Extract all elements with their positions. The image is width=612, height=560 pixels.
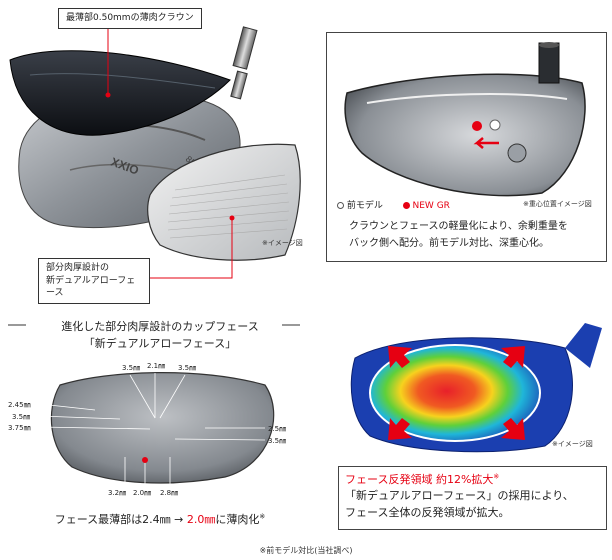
meas-top-left: 3.5㎜ xyxy=(122,364,141,372)
cup-face-section: 進化した部分肉厚設計のカップフェース 「新デュアルアローフェース」 3.5㎜ 2… xyxy=(0,315,320,545)
meas-top-right: 3.5㎜ xyxy=(178,364,197,372)
meas-right-2: 3.5㎜ xyxy=(268,437,287,445)
face-callout-line1: 部分肉厚設計の xyxy=(46,263,110,273)
cg-prev-dot xyxy=(489,119,501,131)
hosel-sleeve xyxy=(232,26,258,70)
cg-panel: 前モデル NEW GR ※重心位置イメージ図 クラウンとフェースの軽量化により、… xyxy=(326,32,607,262)
cg-image-note: ※重心位置イメージ図 xyxy=(523,200,592,208)
expand-arrow-tr xyxy=(501,346,525,368)
cup-face-shape xyxy=(50,372,275,484)
cg-description: クラウンとフェースの軽量化により、余剰重量を バック側へ配分。前モデル対比、深重… xyxy=(349,219,568,252)
rebound-desc-line1: 「新デュアルアローフェース」の採用により、 xyxy=(345,489,574,502)
exploded-head-illustration: XXIO 8P 最薄部0.50mmの薄肉クラウン 部分肉厚設計の 新デュアルアロ… xyxy=(0,0,320,304)
caption-mark: ※ xyxy=(259,512,266,521)
caption-red-value: 2.0㎜ xyxy=(186,513,216,526)
face-callout: 部分肉厚設計の 新デュアルアローフェース xyxy=(38,258,150,304)
legend-new-label: NEW GR xyxy=(412,201,450,211)
meas-left-3: 3.75㎜ xyxy=(8,424,31,432)
cg-new-dot xyxy=(472,121,482,131)
meas-bottom-3: 2.8㎜ xyxy=(160,489,179,497)
cg-shift-arrow xyxy=(473,137,499,149)
meas-top-mid: 2.1㎜ xyxy=(147,362,166,370)
legend-new-marker xyxy=(402,202,410,209)
rebound-headline: フェース反発領域 約12%拡大※ xyxy=(345,471,606,487)
top-left-image-note: ※イメージ図 xyxy=(262,239,303,247)
expand-arrow-bl xyxy=(388,418,412,440)
face-callout-line2: 新デュアルアローフェース xyxy=(46,275,136,299)
meas-bottom-1: 3.2㎜ xyxy=(108,489,127,497)
rebound-zone xyxy=(370,345,540,441)
meas-left-1: 2.45㎜ xyxy=(8,401,31,409)
caption-prefix: フェース最薄部は2.4㎜ → xyxy=(54,513,187,526)
rebound-headline-mark: ※ xyxy=(493,472,500,481)
cup-face-title-line2: 「新デュアルアローフェース」 xyxy=(83,337,237,351)
cup-face-title: 進化した部分肉厚設計のカップフェース 「新デュアルアローフェース」 xyxy=(0,318,320,352)
legend-prev-label: 前モデル xyxy=(346,201,383,211)
expand-arrow-tl xyxy=(388,346,412,368)
meas-bottom-2: 2.0㎜ xyxy=(133,489,152,497)
head-cutaway xyxy=(344,73,586,197)
crown-shell xyxy=(9,50,231,136)
footer-note: ※前モデル対比(当社調べ) xyxy=(259,546,353,555)
meas-left-2: 3.5㎜ xyxy=(12,413,31,421)
cg-legend: 前モデル NEW GR xyxy=(337,198,450,211)
crown-callout: 最薄部0.50mmの薄肉クラウン xyxy=(58,8,202,29)
caption-suffix: に薄肉化 xyxy=(215,513,260,526)
cup-face-title-line1: 進化した部分肉厚設計のカップフェース xyxy=(61,320,259,333)
heatmap-image-note: ※イメージ図 xyxy=(552,440,593,448)
meas-right-1: 2.5㎜ xyxy=(268,425,287,433)
rebound-panel: フェース反発領域 約12%拡大※ 「新デュアルアローフェース」の採用により、 フ… xyxy=(338,466,607,530)
rebound-desc-line2: フェース全体の反発領域が拡大。 xyxy=(345,505,510,519)
cup-face-caption: フェース最薄部は2.4㎜ → 2.0㎜に薄肉化※ xyxy=(0,511,320,527)
rebound-zone-outline xyxy=(369,344,541,442)
rebound-headline-text: フェース反発領域 約12%拡大 xyxy=(345,473,494,486)
cg-desc-line2: バック側へ配分。前モデル対比、深重心化。 xyxy=(349,237,549,249)
expand-arrow-br xyxy=(501,418,525,440)
legend-prev-marker xyxy=(337,202,344,209)
cg-desc-line1: クラウンとフェースの軽量化により、余剰重量を xyxy=(349,221,568,232)
rebound-heatmap: ※イメージ図 xyxy=(340,318,610,458)
